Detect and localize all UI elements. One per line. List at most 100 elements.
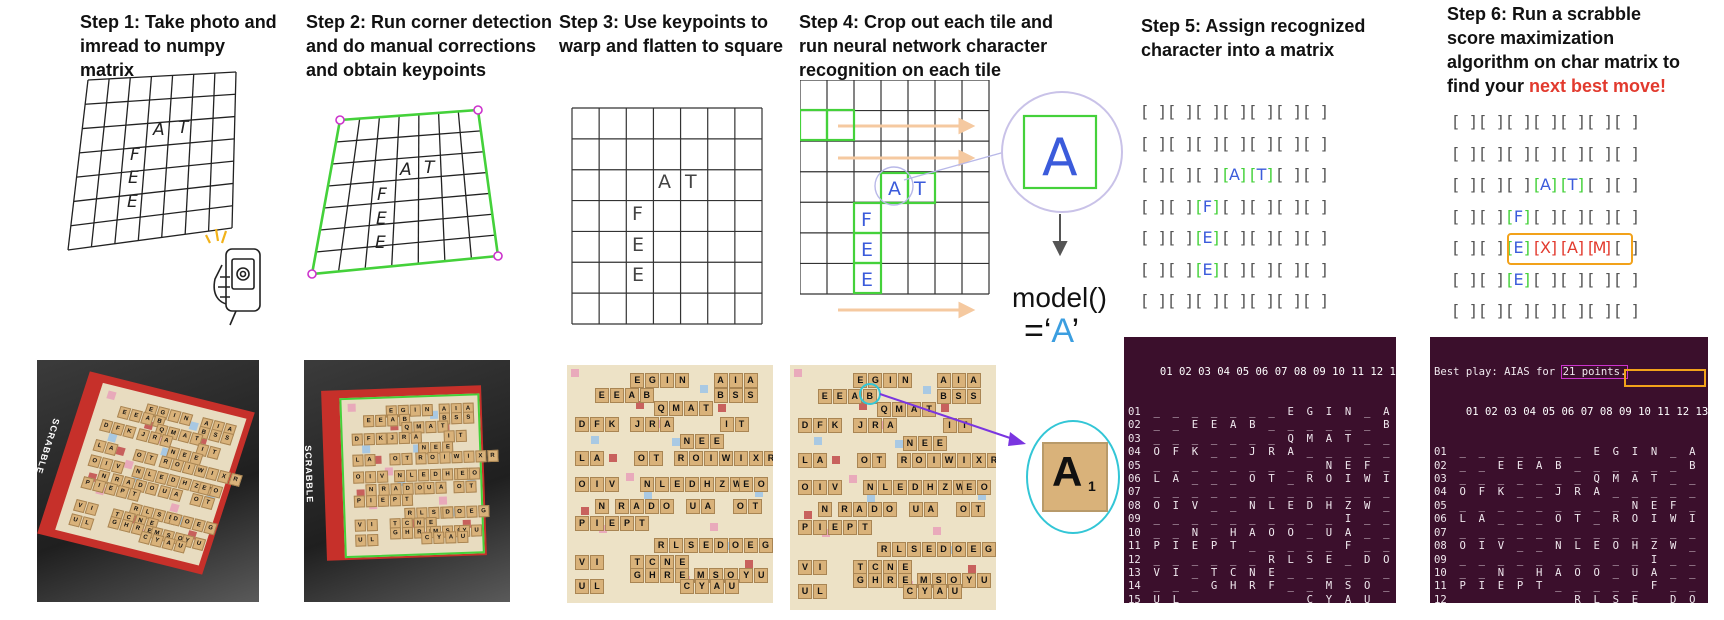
grid-line xyxy=(85,93,236,105)
premium-square xyxy=(940,404,949,413)
scrabble-tile: F xyxy=(589,416,604,432)
scrabble-tile: L xyxy=(892,542,907,558)
scrabble-tile: D xyxy=(429,468,442,481)
scrabble-tile: S xyxy=(743,388,758,404)
scrabble-tile: N xyxy=(393,469,406,483)
scrabble-tile: N xyxy=(679,433,694,449)
scrabble-tile: D xyxy=(574,416,589,432)
scrabble-tile: A xyxy=(936,373,951,389)
scrabble-tile: S xyxy=(907,542,922,558)
terminal-row: 10 _ _ N _ H A O O _ U A _ _ O T xyxy=(1128,526,1390,539)
scrabble-tile: S xyxy=(219,431,235,446)
matrix-cell: [] xyxy=(1250,133,1273,153)
scrabble-tile: D xyxy=(908,479,923,495)
sketch-letter-t: T xyxy=(178,118,190,138)
matrix-cell: [] xyxy=(1223,102,1246,121)
scrabble-tile: O xyxy=(352,471,364,484)
matrix-cell: [] xyxy=(1196,165,1219,184)
scrabble-tile: V xyxy=(110,459,126,474)
matrix-cell: [] xyxy=(1169,259,1192,279)
matrix-cell: [] xyxy=(1534,269,1557,289)
scrabble-tile: C xyxy=(868,559,883,575)
square-grid xyxy=(571,107,763,325)
premium-square xyxy=(794,369,802,377)
terminal-row: 04 O F K _ _ J R A _ _ _ _ _ I T _ xyxy=(1434,486,1696,499)
matrix-cell: [] xyxy=(1534,301,1557,320)
matrix-cell: [] xyxy=(1480,206,1503,226)
terminal-column-header: 01 02 03 04 05 06 07 08 09 10 11 12 13 1… xyxy=(1159,365,1396,378)
premium-square xyxy=(859,402,868,411)
scrabble-tile: R xyxy=(414,452,427,466)
scrabble-tile: N xyxy=(902,435,917,451)
grid-line xyxy=(417,114,420,264)
step3-flat-grid: A T F E E xyxy=(571,107,763,325)
terminal-row: 03 _ _ _ _ _ _ _ Q M A T _ _ _ _ _ xyxy=(1128,432,1390,445)
scrabble-tile: Q xyxy=(654,401,669,417)
scrabble-tile: R xyxy=(986,453,996,469)
scrabble-tile: O xyxy=(688,451,703,467)
scrabble-tile: X xyxy=(474,450,487,463)
terminal-row: 12 _ _ _ _ _ _ R L S E _ D O E G xyxy=(1434,593,1708,603)
matrix-cell: [] xyxy=(1453,269,1476,289)
scrabble-tile: Y xyxy=(917,584,932,600)
matrix-cell: [] xyxy=(1588,175,1611,194)
matrix-cell: [] xyxy=(1615,301,1638,320)
model-result: =‘A’ xyxy=(1024,312,1079,350)
scrabble-tile: R xyxy=(660,567,675,583)
matrix-cell: [] xyxy=(1588,112,1611,131)
scrabble-tile: L xyxy=(878,479,893,495)
step1-line2: imread to numpy matrix xyxy=(80,36,226,80)
step6-line2: score maximization xyxy=(1447,28,1615,48)
phone-camera-icon xyxy=(205,228,261,326)
grid-line xyxy=(331,151,484,165)
terminal-row: 06 L A _ _ _ O T _ R O I W I X R xyxy=(1434,513,1708,526)
scrabble-tile: R xyxy=(883,573,898,589)
scrabble-tile: U xyxy=(908,502,923,518)
scrabble-tile: R xyxy=(398,431,410,444)
matrix-cell: [] xyxy=(1304,259,1327,279)
scrabble-tile: E xyxy=(630,373,645,389)
zoomed-scrabble-tile: A 1 xyxy=(1042,442,1108,512)
terminal-row: 11 P I E P T _ _ _ _ _ F _ _ _ _ _ xyxy=(1128,540,1390,553)
scrabble-tile: R xyxy=(896,453,911,469)
matrix-row: [][][][][][][] xyxy=(1451,142,1640,174)
model-result-prefix: =‘ xyxy=(1024,312,1052,350)
scrabble-tile: C xyxy=(679,578,694,594)
matrix-letter: E xyxy=(1513,269,1524,289)
matrix-cell: []A xyxy=(1534,175,1557,194)
zoom-circle xyxy=(1001,91,1123,213)
matrix-letter: A xyxy=(1540,175,1551,194)
matrix-cell: [] xyxy=(1480,143,1503,163)
step3-line1: Step 3: Use keypoints to xyxy=(559,12,769,32)
matrix-cell: [] xyxy=(1480,112,1503,131)
scrabble-tile: A xyxy=(709,578,724,594)
scrabble-tile: N xyxy=(660,554,675,570)
terminal-row: 11 P I E P T _ _ _ _ _ F _ _ _ _ _ xyxy=(1434,580,1696,593)
matrix-cell: []E xyxy=(1196,228,1219,247)
scrabble-tile: I xyxy=(812,519,827,535)
scrabble-tile: V xyxy=(574,554,589,570)
scrabble-tile: E xyxy=(456,467,469,480)
sketch-letter-e1: E xyxy=(376,209,387,229)
matrix-cell: []T xyxy=(1250,165,1273,184)
scrabble-tile: Z xyxy=(938,479,953,495)
scrabble-tile: L xyxy=(589,578,604,594)
grid-letter-t: T xyxy=(684,171,697,193)
matrix-cell: [] xyxy=(1277,196,1300,216)
grid-line xyxy=(327,171,487,187)
scrabble-tile: S xyxy=(450,412,463,425)
scrabble-tile: I xyxy=(812,559,827,575)
scrabble-tile: Y xyxy=(739,567,754,583)
